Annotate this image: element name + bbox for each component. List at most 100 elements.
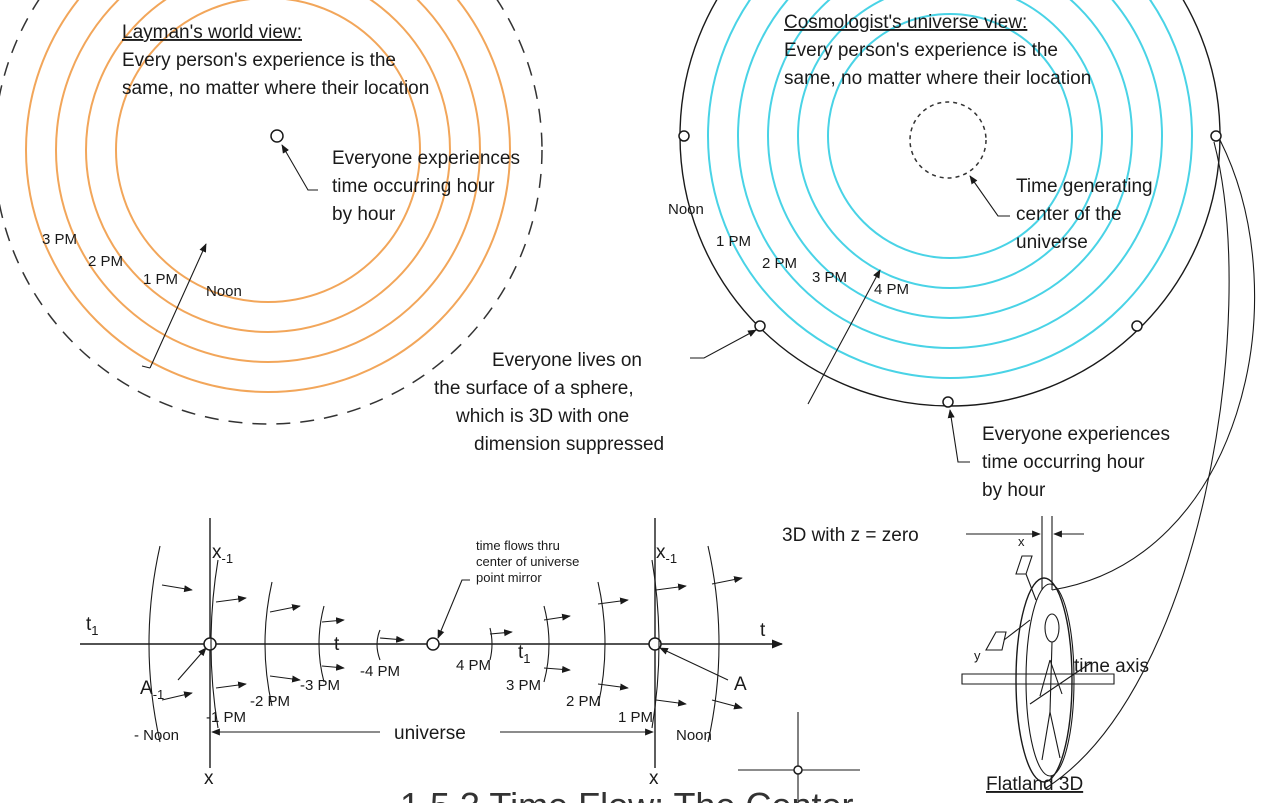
cosmo-ring-noon bbox=[707, 0, 1193, 379]
mirror-note-1: time flows thru bbox=[476, 538, 560, 553]
wavefront-left-3pm bbox=[318, 605, 325, 683]
mirror-note-3: point mirror bbox=[476, 570, 542, 585]
left-label-4pm: -4 PM bbox=[360, 663, 400, 680]
cosmo-center-2: center of the bbox=[1016, 204, 1122, 225]
right-label-3pm: 3 PM bbox=[506, 677, 541, 694]
flatland-stick-figure bbox=[1039, 613, 1063, 761]
time-axis-diagram: x-1 x-1 x x t1 t t t1 A-1 A time flows t… bbox=[80, 518, 784, 789]
layman-ring-3pm bbox=[25, 0, 511, 393]
left-label-noon: - Noon bbox=[134, 727, 179, 744]
layman-note-3: by hour bbox=[332, 204, 396, 225]
flatland-time-axis-label: time axis bbox=[1074, 656, 1149, 677]
cosmo-center-1: Time generating bbox=[1016, 176, 1153, 197]
cosmo-sphere-3: which is 3D with one bbox=[455, 406, 629, 427]
a-right-leader bbox=[659, 647, 729, 681]
t-mid-label: t bbox=[334, 634, 340, 655]
cosmo-sphere-2: the surface of a sphere, bbox=[434, 378, 634, 399]
wavefront-right-4pm bbox=[489, 627, 493, 661]
cosmo-ring-2pm bbox=[767, 0, 1133, 319]
point-a-left bbox=[203, 637, 217, 651]
right-label-4pm: 4 PM bbox=[456, 657, 491, 674]
cosmo-sphere-4: dimension suppressed bbox=[474, 434, 664, 455]
right-x-axis-bottom-label: x bbox=[649, 768, 659, 789]
layman-note-leader bbox=[281, 144, 318, 191]
cosmologist-view: Cosmologist's universe view: Every perso… bbox=[434, 0, 1255, 789]
left-x-axis-top-label: x-1 bbox=[212, 542, 233, 566]
cosmo-person-bottom bbox=[942, 396, 954, 408]
cosmo-title: Cosmologist's universe view: bbox=[784, 12, 1027, 33]
layman-ring-label-2pm: 2 PM bbox=[88, 253, 123, 270]
a-right-label: A bbox=[734, 674, 747, 695]
flatland-y-flag bbox=[985, 631, 1007, 651]
wavefront-left-noon bbox=[148, 545, 161, 743]
flatland-x-flag bbox=[1015, 555, 1033, 575]
wavefront-left-1pm bbox=[210, 559, 219, 729]
figure-caption: 1.5.3 Time Flow: The Center bbox=[400, 785, 854, 803]
flow-arrows bbox=[161, 576, 743, 710]
left-label-1pm: -1 PM bbox=[206, 709, 246, 726]
layman-outer-dashed-circle bbox=[0, 0, 543, 425]
layman-ring-label-1pm: 1 PM bbox=[143, 271, 178, 288]
cosmo-ring-label-1pm: 1 PM bbox=[716, 233, 751, 250]
layman-note-1: Everyone experiences bbox=[332, 148, 520, 169]
mirror-note-2: center of universe bbox=[476, 554, 579, 569]
cosmo-line-1: Every person's experience is the bbox=[784, 40, 1058, 61]
flatland-x-stem bbox=[1025, 573, 1037, 601]
layman-radial-tick bbox=[141, 365, 151, 369]
cosmo-sphere-1: Everyone lives on bbox=[492, 350, 642, 371]
crosshair-point bbox=[738, 712, 860, 803]
cosmo-exp-leader bbox=[947, 409, 970, 463]
layman-title: Layman's world view: bbox=[122, 22, 302, 43]
cosmo-person-lower-left bbox=[754, 320, 766, 332]
flatland-time-axis-bar bbox=[961, 673, 1115, 685]
right-label-noon: Noon bbox=[676, 727, 712, 744]
layman-line-1: Every person's experience is the bbox=[122, 50, 396, 71]
wavefront-left-4pm bbox=[376, 629, 381, 661]
cosmo-line-2: same, no matter where their location bbox=[784, 68, 1091, 89]
flatland-time-axis-line bbox=[1029, 661, 1093, 705]
cosmo-person-left bbox=[678, 130, 690, 142]
layman-radial-arrow bbox=[149, 243, 207, 369]
cosmo-exp-2: time occurring hour bbox=[982, 452, 1145, 473]
flatland-3d: 3D with z = zero x y time axis Flatland … bbox=[782, 516, 1149, 795]
cosmo-ring-3pm bbox=[797, 0, 1103, 289]
t1-left-label: t1 bbox=[86, 614, 99, 638]
right-x-axis-top-label: x-1 bbox=[656, 542, 677, 566]
right-label-1pm: 1 PM bbox=[618, 709, 653, 726]
left-x-axis-bottom-label: x bbox=[204, 768, 214, 789]
t1-right-label: t1 bbox=[518, 642, 531, 666]
layman-line-2: same, no matter where their location bbox=[122, 78, 429, 99]
cosmo-ring-label-3pm: 3 PM bbox=[812, 269, 847, 286]
cosmo-ring-4pm bbox=[827, 13, 1073, 259]
a-left-leader bbox=[177, 647, 207, 681]
layman-note-2: time occurring hour bbox=[332, 176, 495, 197]
flatland-disc-outer bbox=[1015, 577, 1073, 783]
right-label-2pm: 2 PM bbox=[566, 693, 601, 710]
point-mirror bbox=[426, 637, 440, 651]
layman-ring-label-3pm: 3 PM bbox=[42, 231, 77, 248]
layman-ring-1pm bbox=[85, 0, 451, 333]
left-label-2pm: -2 PM bbox=[250, 693, 290, 710]
cosmo-person-right bbox=[1210, 130, 1222, 142]
wavefront-right-3pm bbox=[543, 605, 550, 683]
cosmo-center-3: universe bbox=[1016, 232, 1088, 253]
cosmo-sphere-leader bbox=[690, 329, 757, 359]
a-left-label: A-1 bbox=[140, 678, 164, 702]
flatland-title: Flatland 3D bbox=[986, 774, 1083, 795]
left-label-3pm: -3 PM bbox=[300, 677, 340, 694]
cosmo-ring-label-2pm: 2 PM bbox=[762, 255, 797, 272]
cosmo-time-center-circle bbox=[909, 101, 987, 179]
point-a-right bbox=[648, 637, 662, 651]
cosmo-exp-1: Everyone experiences bbox=[982, 424, 1170, 445]
t-right-label: t bbox=[760, 620, 766, 641]
flatland-z-label: 3D with z = zero bbox=[782, 525, 919, 546]
layman-view: Layman's world view: Every person's expe… bbox=[0, 0, 543, 425]
flatland-x-label: x bbox=[1018, 534, 1025, 549]
cosmo-ring-label-noon: Noon bbox=[668, 201, 704, 218]
cosmo-person-lower-right bbox=[1131, 320, 1143, 332]
cosmo-flatland-link-lower bbox=[1045, 141, 1230, 789]
wavefront-right-2pm bbox=[597, 581, 606, 707]
point-mirror-leader bbox=[437, 579, 470, 639]
wavefront-left-2pm bbox=[264, 581, 273, 707]
